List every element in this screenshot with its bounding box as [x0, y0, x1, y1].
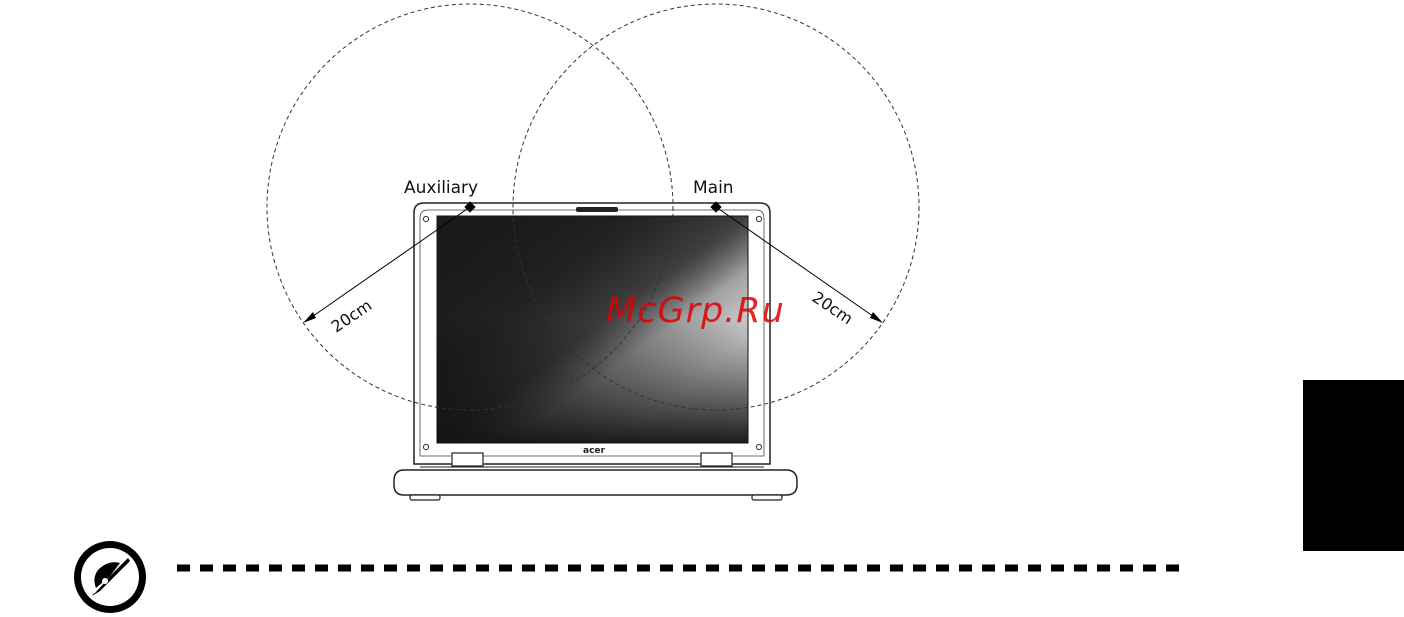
note-pen-icon: [70, 538, 150, 616]
hinge-left: [452, 453, 483, 466]
left-distance-label: 20cm: [328, 296, 376, 337]
hinge-right: [701, 453, 732, 466]
right-distance-label: 20cm: [809, 288, 857, 329]
note-dashed-rule: [177, 563, 1189, 573]
auxiliary-label: Auxiliary: [404, 178, 478, 198]
section-thumb-tab: [1303, 380, 1404, 551]
webcam-slot: [576, 207, 618, 212]
laptop-base: [394, 470, 797, 495]
laptop-brand-logo: acer: [583, 446, 606, 456]
watermark-text: McGrp.Ru: [606, 291, 785, 331]
laptop-illustration: acer: [394, 203, 797, 500]
main-label: Main: [693, 178, 734, 198]
